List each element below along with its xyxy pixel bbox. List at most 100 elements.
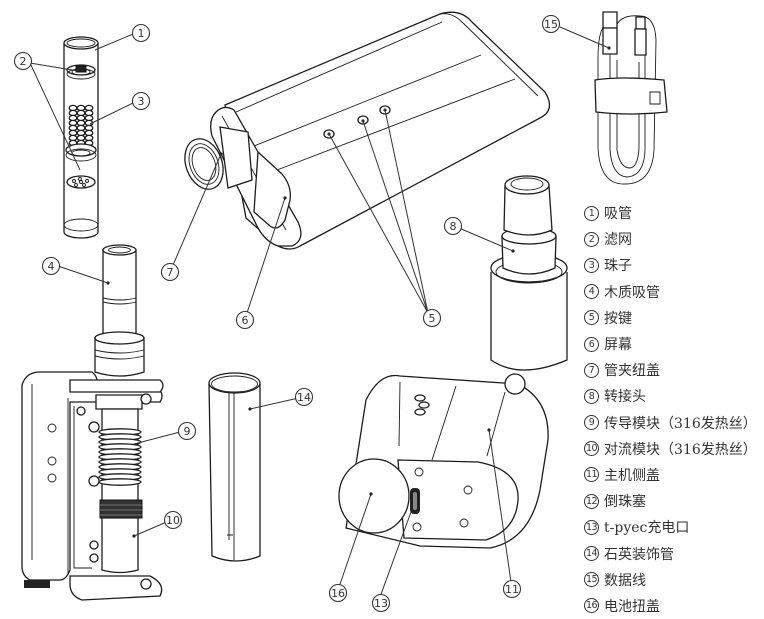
callout-5: 5 [424, 310, 441, 327]
adapter [491, 176, 567, 370]
legend-number-badge: 10 [584, 441, 599, 457]
legend-label: 吸管 [604, 206, 632, 223]
callout-circle [133, 93, 150, 110]
callout-circle [15, 53, 32, 70]
main-device-body [178, 12, 549, 249]
legend-label: 对流模块（316发热丝） [604, 441, 757, 458]
legend-number-badge: 3 [584, 257, 599, 273]
legend-number-badge: 1 [584, 205, 599, 221]
callout-number: 6 [242, 314, 249, 327]
legend-label: t-pyec充电口 [604, 520, 690, 537]
legend-label: 倒珠塞 [604, 494, 646, 511]
glass-tube-assembly [64, 37, 98, 238]
callout-circle [162, 264, 179, 281]
callout-3: 3 [133, 93, 150, 110]
callout-circle [543, 16, 560, 33]
perforated-disk [67, 176, 95, 188]
legend-number-badge: 11 [584, 467, 599, 483]
legend-item: 13 t-pyec充电口 [584, 514, 764, 540]
callouts: 1 2 3 4 5 6 7 8 9 10 11 13 14 15 16 [15, 16, 560, 612]
callout-circle [296, 389, 313, 406]
conduction-module [99, 429, 141, 485]
callout-number: 10 [166, 514, 180, 527]
callout-number: 3 [138, 95, 145, 108]
callout-circle [179, 423, 196, 440]
callout-number: 8 [450, 220, 457, 233]
knurled-ring [100, 500, 142, 518]
legend-label: 石英装饰管 [604, 546, 674, 563]
quartz-decorative-tube [209, 373, 260, 561]
legend-label: 滤网 [604, 232, 632, 249]
callout-number: 9 [184, 425, 191, 438]
legend-item: 10 对流模块（316发热丝） [584, 436, 764, 462]
callout-15: 15 [543, 16, 560, 33]
legend-label: 主机侧盖 [604, 467, 660, 484]
callout-circle [373, 595, 390, 612]
callout-number: 11 [505, 583, 519, 596]
callout-11: 11 [504, 581, 521, 598]
callout-circle [445, 218, 462, 235]
legend-number-badge: 6 [584, 336, 599, 352]
callout-circle [43, 258, 60, 275]
legend-item: 1 吸管 [584, 200, 764, 226]
legend-label: 数据线 [604, 572, 646, 589]
callout-1: 1 [133, 25, 150, 42]
callout-9: 9 [179, 423, 196, 440]
convection-module [90, 518, 138, 573]
spring-coil [99, 479, 141, 485]
legend-item: 11 主机侧盖 [584, 462, 764, 488]
filter-screen-bottom [66, 144, 96, 161]
legend-number-badge: 13 [584, 519, 599, 535]
legend-number-badge: 14 [584, 546, 599, 562]
legend-label: 木质吸管 [604, 284, 660, 301]
legend-label: 转接头 [604, 389, 646, 406]
leader-lines [30, 27, 609, 597]
callout-10: 10 [165, 512, 182, 529]
callout-number: 4 [48, 260, 55, 273]
data-cable [595, 12, 667, 184]
callout-circle [330, 585, 347, 602]
callout-13: 13 [373, 595, 390, 612]
legend-number-badge: 2 [584, 231, 599, 247]
legend-number-badge: 16 [584, 598, 599, 614]
callout-number: 5 [429, 312, 436, 325]
callout-circle [237, 312, 254, 329]
heater-stand-assembly [22, 245, 163, 600]
callout-circle [133, 25, 150, 42]
callout-number: 1 [138, 27, 145, 40]
legend-label: 珠子 [604, 258, 632, 275]
callout-8: 8 [445, 218, 462, 235]
legend-item: 12 倒珠塞 [584, 488, 764, 514]
legend-number-badge: 12 [584, 493, 599, 509]
callout-6: 6 [237, 312, 254, 329]
callout-number: 2 [20, 55, 27, 68]
legend-label: 管夹纽盖 [604, 363, 660, 380]
battery-twist-cap [339, 459, 409, 533]
callout-circle [165, 512, 182, 529]
legend-number-badge: 9 [584, 415, 599, 431]
callout-16: 16 [330, 585, 347, 602]
callout-number: 13 [374, 597, 388, 610]
callout-4: 4 [43, 258, 60, 275]
type-c-charging-port [410, 488, 420, 514]
legend-item: 14 石英装饰管 [584, 540, 764, 566]
legend-item: 2 滤网 [584, 226, 764, 252]
callout-circle [504, 581, 521, 598]
legend-number-badge: 5 [584, 310, 599, 326]
filter-screen-top [67, 65, 95, 79]
callout-circle [424, 310, 441, 327]
callout-14: 14 [296, 389, 313, 406]
callout-7: 7 [162, 264, 179, 281]
legend-item: 3 珠子 [584, 252, 764, 278]
legend-item: 8 转接头 [584, 383, 764, 409]
legend-number-badge: 8 [584, 388, 599, 404]
device-bottom-view [339, 374, 548, 548]
